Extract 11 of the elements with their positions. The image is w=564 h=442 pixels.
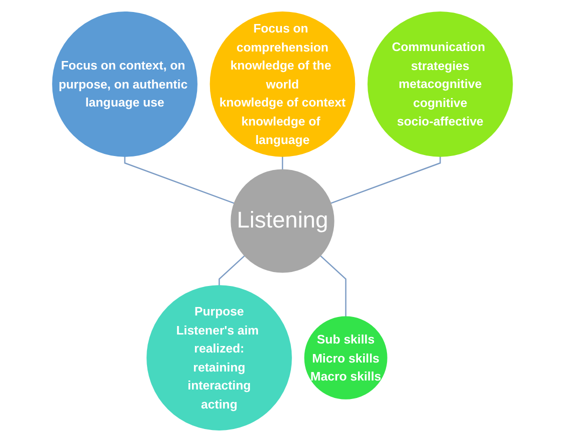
node-circle: Communication strategies metacognitive cognitive socio-affective — [367, 12, 512, 157]
node-circle: Purpose Listener's aim realized: retaining interacting acting — [146, 285, 292, 431]
connector — [124, 156, 234, 204]
node-circle: Focus on context, on purpose, on authentic language use — [52, 12, 197, 157]
connector — [281, 156, 283, 170]
node-circle: Sub skills Micro skills Macro skills — [304, 316, 387, 400]
connector — [319, 255, 346, 317]
connector — [218, 255, 245, 286]
node-circle: Listening — [230, 169, 334, 273]
node-circle: Focus on comprehension knowledge of the world knowledge of context knowledge of language — [209, 12, 355, 157]
connector — [330, 156, 440, 204]
